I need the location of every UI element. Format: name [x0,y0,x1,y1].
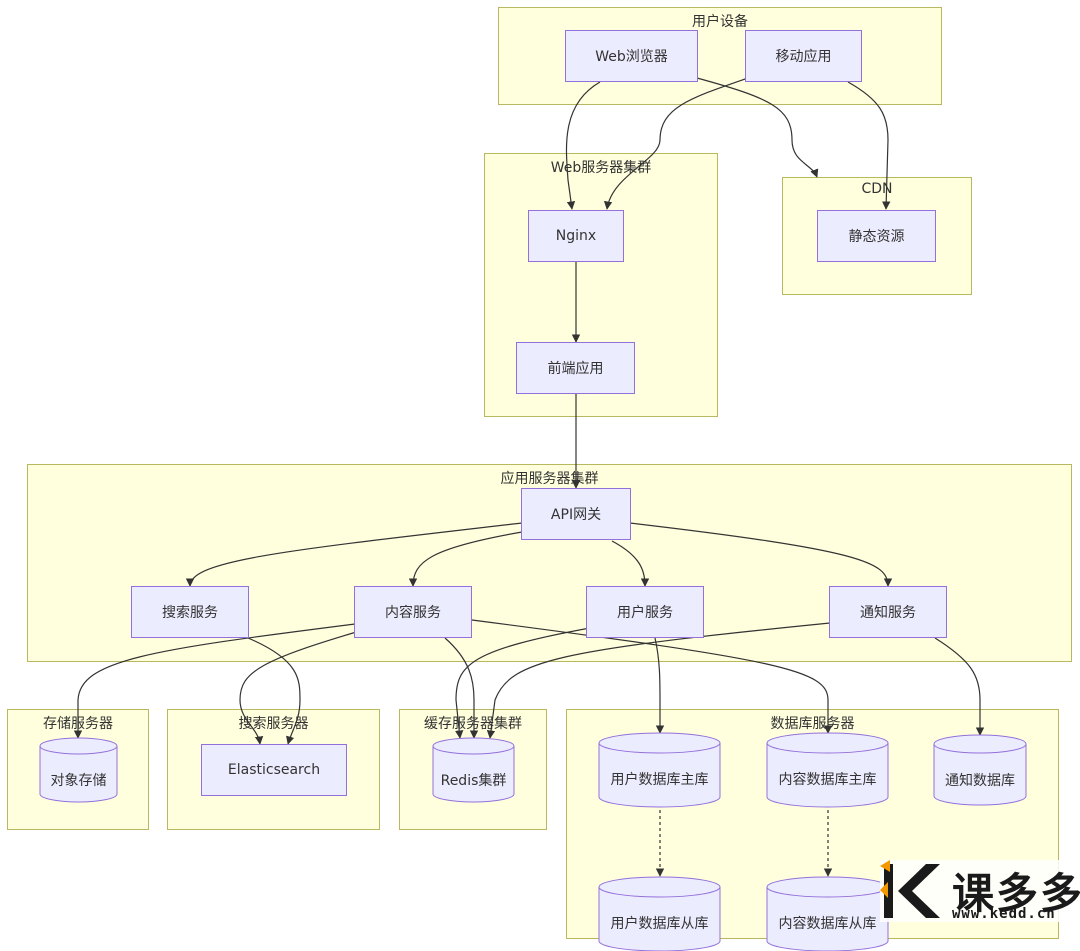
node-api-gateway[interactable]: API网关 [521,488,631,540]
cylinder-shape [598,732,721,808]
node-label: 用户数据库从库 [610,916,709,932]
cylinder-shape [766,732,889,808]
watermark-logo: 课多多 www.kedd.cn [880,860,1080,922]
node-object-storage[interactable]: 对象存储 [39,737,118,803]
node-frontend-app[interactable]: 前端应用 [516,342,635,394]
node-label: 用户数据库主库 [610,772,709,788]
node-content-db-master[interactable]: 内容数据库主库 [766,732,889,808]
cylinder-shape [39,737,118,803]
node-mobile-app[interactable]: 移动应用 [745,30,862,82]
watermark-url: www.kedd.cn [952,906,1056,922]
node-notify-db[interactable]: 通知数据库 [933,734,1027,806]
cluster-title-cdn: CDN [861,181,893,197]
node-label: Redis集群 [440,773,507,789]
cluster-title-web-servers: Web服务器集群 [550,160,652,176]
cluster-title-cache: 缓存服务器集群 [424,716,522,732]
node-label: 内容数据库主库 [778,772,877,788]
node-content-db-slave[interactable]: 内容数据库从库 [766,876,889,951]
node-label: 对象存储 [50,773,107,789]
node-web-browser[interactable]: Web浏览器 [565,30,698,82]
node-elasticsearch[interactable]: Elasticsearch [201,744,347,796]
node-label: 通知数据库 [945,773,1015,789]
node-search-service[interactable]: 搜索服务 [131,586,249,638]
cluster-title-database: 数据库服务器 [770,716,855,732]
cylinder-shape [432,737,515,803]
watermark-brand: 课多多 [952,869,1080,918]
node-user-service[interactable]: 用户服务 [586,586,704,638]
node-user-db-slave[interactable]: 用户数据库从库 [598,876,721,951]
node-redis-cluster[interactable]: Redis集群 [432,737,515,803]
k-logo-icon [880,860,940,918]
node-static-resources[interactable]: 静态资源 [817,210,936,262]
node-notify-service[interactable]: 通知服务 [829,586,947,638]
node-user-db-master[interactable]: 用户数据库主库 [598,732,721,808]
cluster-title-search: 搜索服务器 [238,716,309,732]
node-content-service[interactable]: 内容服务 [354,586,472,638]
node-nginx[interactable]: Nginx [528,210,624,262]
node-label: 内容数据库从库 [778,916,877,932]
cluster-title-app-servers: 应用服务器集群 [500,471,599,487]
cluster-title-storage: 存储服务器 [43,716,113,732]
cylinder-shape [933,734,1027,806]
cluster-title-user-devices: 用户设备 [692,14,748,30]
